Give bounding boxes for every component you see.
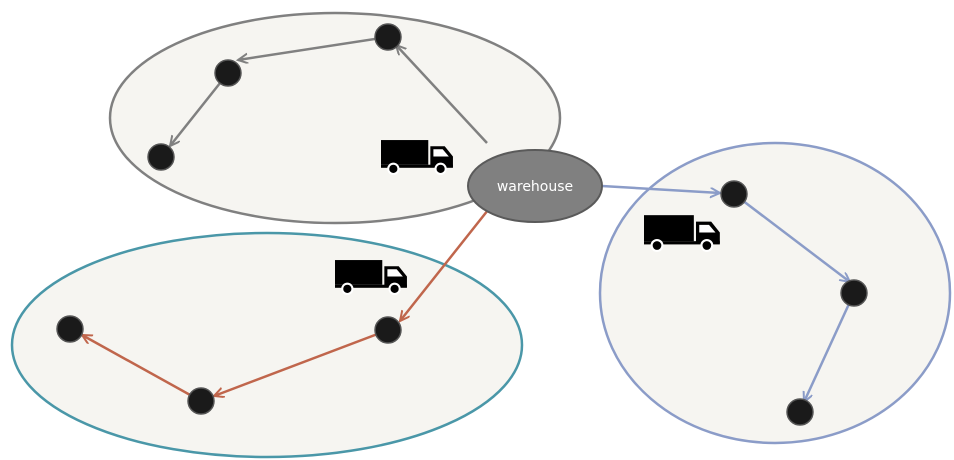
stop-southwest-3 xyxy=(56,315,84,343)
warehouse-node xyxy=(467,149,603,223)
stop-southwest-2 xyxy=(187,387,215,415)
stop-north-3 xyxy=(147,143,175,171)
cluster-southwest xyxy=(10,231,524,459)
stop-north-2 xyxy=(214,59,242,87)
route-southwest-leg-3 xyxy=(82,333,202,403)
route-east-leg-3 xyxy=(804,292,856,402)
stop-east-2 xyxy=(840,279,868,307)
route-north-leg-3 xyxy=(170,72,229,146)
stop-east-1 xyxy=(720,180,748,208)
route-east-leg-2 xyxy=(733,193,850,282)
route-southwest-leg-1 xyxy=(400,209,489,321)
route-north-leg-2 xyxy=(238,35,389,60)
route-north-leg-1 xyxy=(396,45,488,144)
route-east-leg-1 xyxy=(601,184,720,193)
warehouse-label: warehouse xyxy=(497,179,573,195)
stop-southwest-1 xyxy=(374,316,402,344)
route-southwest-leg-2 xyxy=(214,328,389,396)
stop-east-3 xyxy=(786,398,814,426)
stop-north-1 xyxy=(374,23,402,51)
